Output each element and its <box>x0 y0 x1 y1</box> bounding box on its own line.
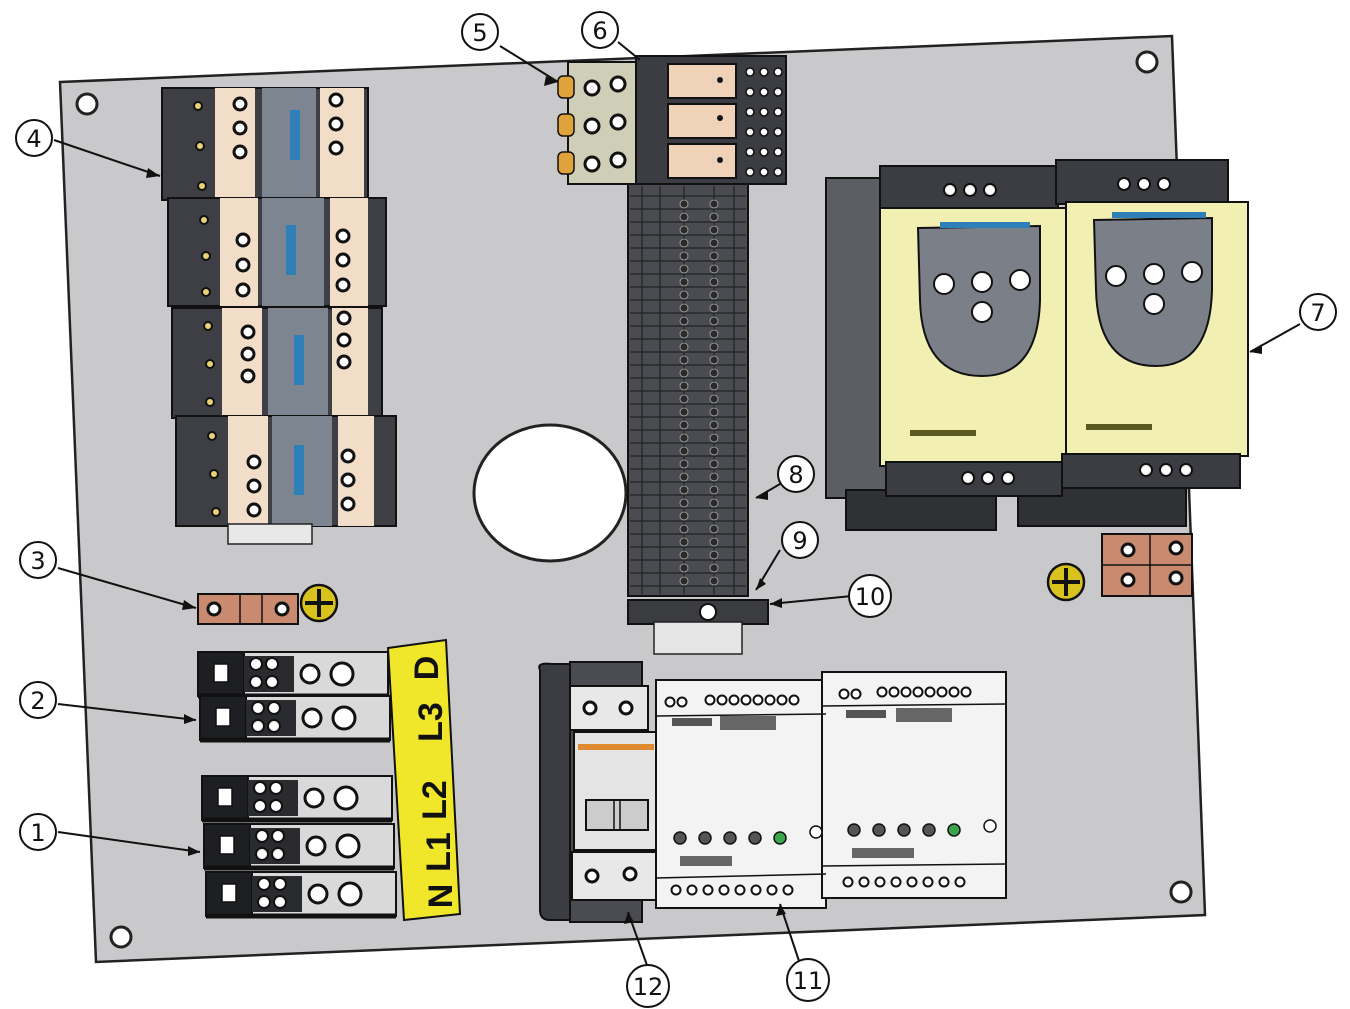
contactor-blue-strip <box>286 225 296 275</box>
callout-5: 5 <box>461 13 499 51</box>
callout-7: 7 <box>1299 293 1337 331</box>
busbar-label-l2: L2 <box>416 780 454 820</box>
ground-screw-icon <box>299 583 339 623</box>
breaker-dial <box>557 151 575 175</box>
mounting-hole <box>109 925 133 949</box>
soft-starter-keypad <box>1092 216 1213 368</box>
relay-block <box>635 55 787 185</box>
soft-starter-heatsink <box>825 177 887 499</box>
keypad-button <box>1009 269 1031 291</box>
din-rail-end-stop <box>627 599 769 625</box>
busbar-label-strip <box>386 638 462 922</box>
busbar-label-d: D <box>408 656 446 681</box>
relay <box>667 103 737 139</box>
callout-number: 11 <box>793 967 824 995</box>
relay <box>667 63 737 99</box>
keypad-button <box>1143 263 1165 285</box>
callout-6: 6 <box>581 11 619 49</box>
busbar-label-l1: L1 <box>420 832 458 872</box>
callout-number: 8 <box>788 461 803 489</box>
keypad-button <box>1143 293 1165 315</box>
din-rail-end <box>653 621 743 655</box>
earth-link-bar <box>197 593 299 625</box>
callout-1: 1 <box>19 813 57 851</box>
contactor-body <box>262 88 316 200</box>
keypad-button <box>971 271 993 293</box>
soft-starters <box>825 159 1249 531</box>
power-terminal-row <box>201 775 393 823</box>
contactor-base <box>227 523 313 545</box>
callout-number: 10 <box>855 583 886 611</box>
callout-number: 4 <box>26 125 41 153</box>
callout-4: 4 <box>15 119 53 157</box>
callout-number: 3 <box>30 547 45 575</box>
power-terminal-row <box>205 871 397 919</box>
main-power-terminals: D L3 L2 L1 N <box>197 638 462 922</box>
relay <box>667 143 737 179</box>
callout-3: 3 <box>19 541 57 579</box>
contactor-screws <box>232 92 356 518</box>
callout-number: 1 <box>30 819 45 847</box>
cable-entry-hole <box>472 423 628 563</box>
breaker-dial <box>557 113 575 137</box>
callout-number: 6 <box>592 17 607 45</box>
callout-10: 10 <box>848 574 892 618</box>
breaker-top-terminal <box>569 685 649 731</box>
callout-number: 9 <box>792 527 807 555</box>
contactor-face <box>222 308 262 418</box>
callout-number: 12 <box>633 973 664 1001</box>
callout-leaders <box>53 41 1301 969</box>
contactor-bank <box>161 87 397 545</box>
busbar-label-l3: L3 <box>412 702 450 742</box>
breaker-dial <box>557 75 575 99</box>
callout-number: 2 <box>30 687 45 715</box>
motor-protection-breakers <box>557 61 639 185</box>
callout-number: 7 <box>1310 299 1325 327</box>
end-stop-screw <box>699 603 717 621</box>
keypad-button <box>933 273 955 295</box>
callout-8: 8 <box>777 455 815 493</box>
mounting-holes <box>75 50 1193 949</box>
keypad-button <box>971 301 993 323</box>
breaker-toggle <box>585 799 649 831</box>
busbar-label-n: N <box>422 884 460 909</box>
keypad-button <box>1105 265 1127 287</box>
callout-arrowheads <box>146 76 1262 924</box>
contactor-blue-strip <box>290 110 300 160</box>
callout-12: 12 <box>626 964 670 1008</box>
contactor-blue-strip <box>294 445 304 495</box>
callout-number: 5 <box>472 19 487 47</box>
power-terminal-row <box>199 695 391 743</box>
keypad-button <box>1181 261 1203 283</box>
power-terminal-row <box>203 823 395 871</box>
terminal-block-strip <box>627 183 769 655</box>
soft-starter-keypad <box>916 224 1041 378</box>
power-terminal-row <box>197 651 389 699</box>
mounting-hole <box>1169 880 1193 904</box>
control-relays <box>655 671 1007 909</box>
mounting-hole <box>75 92 99 116</box>
callout-11: 11 <box>786 958 830 1002</box>
contactor-blue-strip <box>294 335 304 385</box>
mounting-hole <box>1135 50 1159 74</box>
ground-screw-icon <box>1046 562 1086 602</box>
contactor-left-terminals <box>193 101 221 517</box>
contactor-face <box>330 198 368 306</box>
main-circuit-breaker <box>538 661 657 923</box>
copper-terminal-pair <box>1101 533 1193 597</box>
callout-2: 2 <box>19 681 57 719</box>
callout-9: 9 <box>781 521 819 559</box>
breaker-block <box>567 61 639 185</box>
